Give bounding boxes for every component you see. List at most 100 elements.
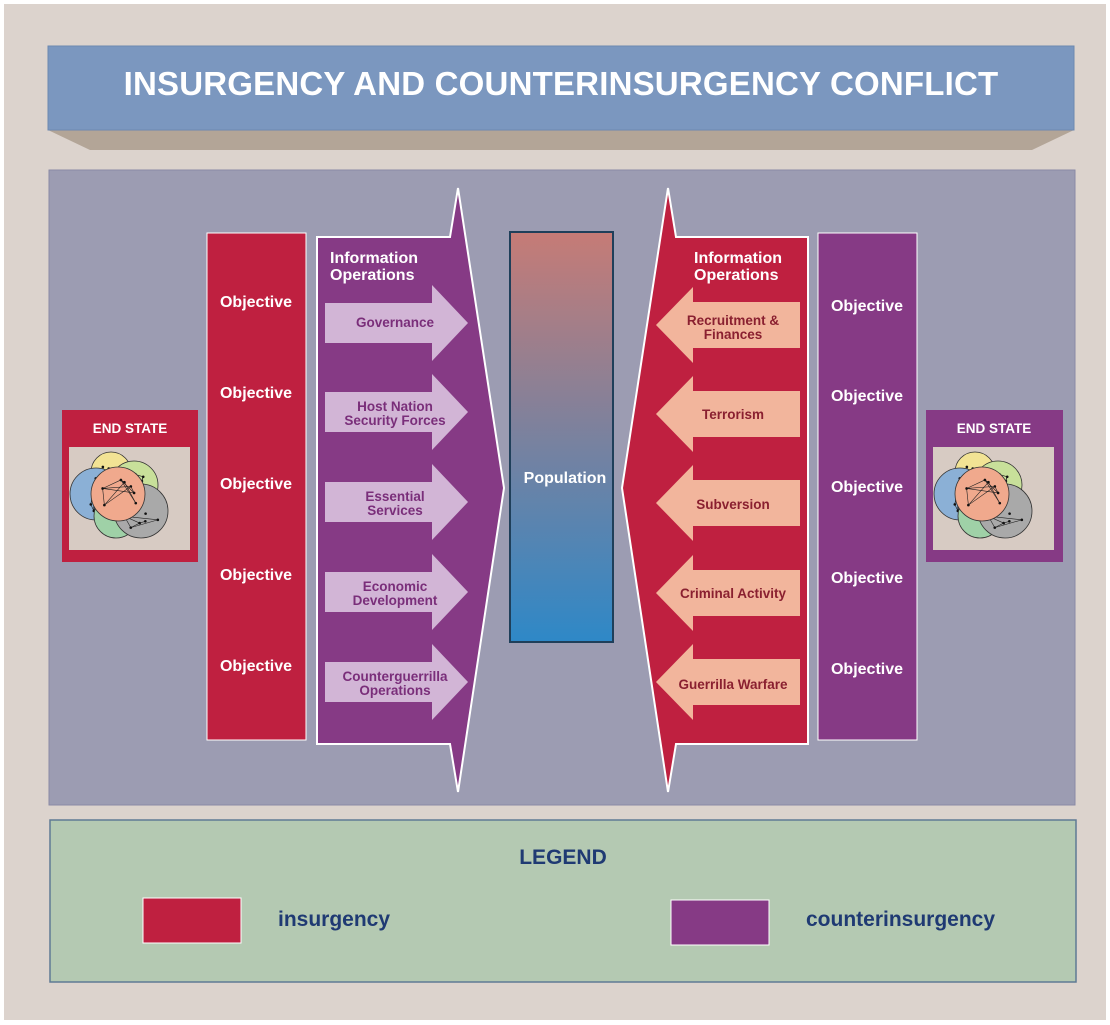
network-node — [129, 526, 133, 529]
objective-label-left: Objective — [219, 567, 293, 584]
objective-column-right — [817, 232, 918, 741]
network-node — [1008, 512, 1011, 515]
title-banner-shadow — [48, 130, 1074, 150]
loo-arrow-right — [656, 376, 800, 452]
objective-label-left: Objective — [219, 476, 293, 493]
objective-label-left: Objective — [219, 658, 293, 675]
network-node — [953, 503, 957, 506]
network-node — [119, 478, 123, 482]
lines-of-operation-left — [325, 285, 468, 720]
loo-arrow-right — [656, 644, 800, 720]
network-node — [89, 503, 93, 506]
network-node — [134, 501, 138, 505]
network-link — [994, 519, 1022, 528]
loo-label-left: Counterguerrilla Operations — [342, 669, 448, 699]
network-node — [987, 480, 990, 484]
loo-arrow-right — [656, 465, 800, 541]
network-link — [968, 486, 996, 506]
network-circle — [954, 466, 1010, 522]
lines-of-operation-right — [656, 287, 800, 720]
network-node — [965, 487, 968, 490]
network-node — [156, 518, 160, 522]
network-link — [966, 488, 969, 506]
end-state-label-right: END STATE — [956, 421, 1032, 436]
objective-label-right: Objective — [830, 570, 904, 587]
loo-label-left: Governance — [355, 315, 435, 330]
network-node — [129, 485, 133, 488]
objective-label-left: Objective — [219, 385, 293, 402]
loo-label-left: Host Nation Security Forces — [344, 399, 446, 429]
info-ops-label-left: Information Operations — [330, 250, 418, 284]
loo-arrow-right — [656, 287, 800, 363]
loo-label-left: Essential Services — [365, 489, 425, 519]
network-node — [141, 475, 145, 479]
network-link — [966, 479, 986, 489]
network-link — [994, 522, 1004, 528]
loo-arrow-left — [325, 374, 468, 450]
network-link — [102, 488, 105, 506]
end-state-label-left: END STATE — [92, 421, 168, 436]
network-node — [103, 503, 106, 507]
loo-label-right: Criminal Activity — [679, 586, 787, 601]
network-link — [102, 479, 122, 489]
network-link — [984, 479, 999, 494]
network-node — [144, 512, 147, 515]
network-icon-left — [69, 451, 169, 539]
legend-label-counterinsurgency: counterinsurgency — [806, 908, 996, 931]
network-node — [138, 521, 141, 525]
network-node — [144, 519, 147, 523]
loo-label-right: Guerrilla Warfare — [678, 677, 788, 692]
loo-arrow-left — [325, 464, 468, 540]
objective-label-right: Objective — [830, 298, 904, 315]
network-node — [996, 491, 1000, 495]
legend-title: LEGEND — [519, 846, 607, 869]
network-link — [130, 519, 158, 528]
network-link — [966, 486, 995, 489]
loo-arrow-left — [325, 285, 468, 361]
population-column — [509, 231, 614, 643]
network-node — [1008, 519, 1011, 523]
network-link — [120, 479, 137, 504]
network-node — [101, 487, 104, 490]
loo-label-right: Subversion — [696, 497, 770, 512]
network-circle — [90, 466, 146, 522]
objective-label-right: Objective — [830, 661, 904, 678]
legend-swatch-counterinsurgency — [670, 899, 770, 946]
title-banner — [47, 45, 1075, 131]
network-node — [967, 503, 970, 507]
network-node — [1020, 518, 1024, 522]
loo-label-right: Recruitment & Finances — [686, 313, 780, 343]
diagram-title: INSURGENCY AND COUNTERINSURGENCY CONFLIC… — [123, 65, 999, 102]
network-node — [965, 465, 969, 469]
network-node — [1005, 475, 1009, 479]
network-link — [130, 522, 140, 528]
network-icon-right — [933, 451, 1033, 539]
network-link — [104, 486, 132, 506]
objective-label-left: Objective — [219, 294, 293, 311]
network-link — [984, 479, 1001, 504]
network-node — [1002, 521, 1005, 525]
network-node — [983, 478, 987, 482]
objective-label-right: Objective — [830, 388, 904, 405]
network-node — [998, 501, 1002, 505]
network-node — [101, 465, 105, 469]
network-node — [993, 485, 997, 488]
network-node — [123, 480, 126, 484]
network-link — [120, 479, 135, 494]
info-ops-label-right: Information Operations — [694, 250, 782, 284]
network-link — [104, 482, 125, 506]
network-link — [102, 486, 131, 489]
population-label: Population — [523, 470, 607, 487]
network-node — [132, 491, 136, 495]
loo-arrow-left — [325, 554, 468, 630]
loo-arrow-right — [656, 555, 800, 631]
objective-column-left — [206, 232, 307, 741]
objective-label-right: Objective — [830, 479, 904, 496]
network-link — [968, 482, 989, 506]
legend-swatch-insurgency — [142, 897, 242, 944]
network-node — [993, 526, 997, 529]
loo-label-left: Economic Development — [352, 579, 438, 609]
loo-arrow-left — [325, 644, 468, 720]
